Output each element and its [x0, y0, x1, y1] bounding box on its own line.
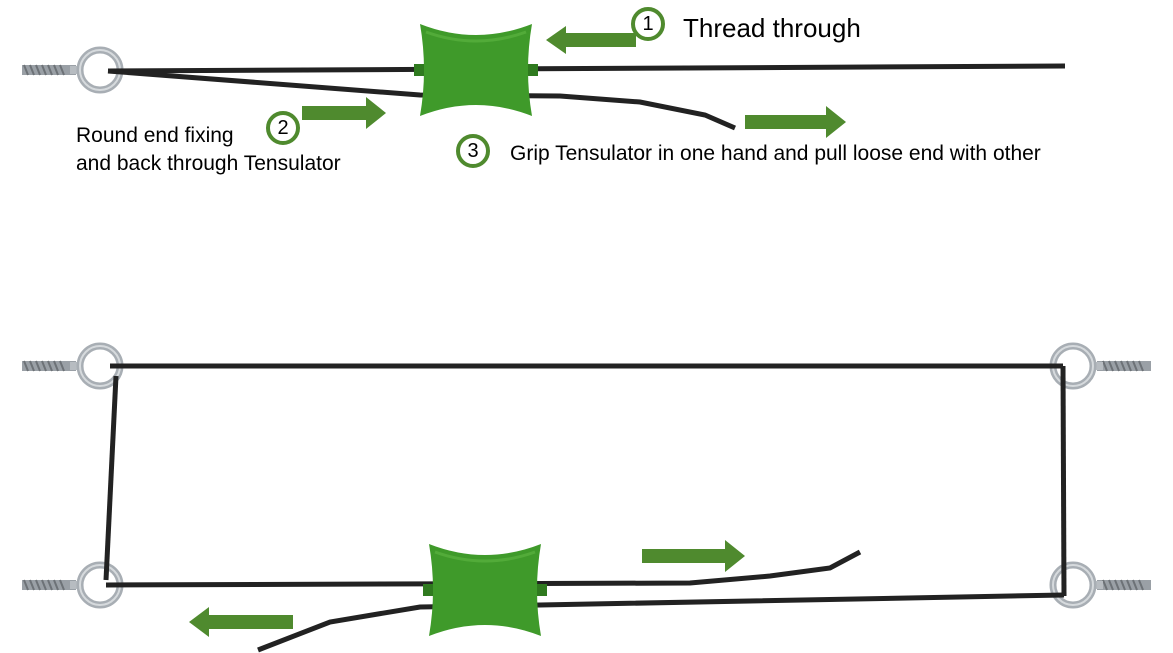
eye-screw-icon	[1053, 346, 1151, 386]
arrow-right-icon	[302, 97, 386, 129]
bottom-diagram	[22, 346, 1151, 653]
eye-screw-icon	[22, 346, 120, 386]
top-diagram	[22, 22, 1066, 138]
step-1-text: Thread through	[683, 13, 861, 43]
wire-loop-right	[1060, 365, 1067, 597]
arrow-left-icon	[546, 26, 636, 54]
eye-screw-icon	[1053, 565, 1151, 605]
step-3-badge: 3	[456, 134, 490, 168]
step-2-text-line2: and back through Tensulator	[76, 152, 341, 175]
wire-top-lower	[107, 68, 736, 131]
tensulator-icon	[421, 542, 549, 638]
step-1-badge: 1	[631, 7, 665, 41]
wire-loop-return	[257, 592, 1065, 653]
arrow-left-icon	[189, 607, 293, 637]
wire-top-upper	[107, 63, 1066, 74]
arrow-right-icon	[745, 106, 846, 138]
arrow-right-icon	[642, 540, 745, 572]
tensulator-icon	[412, 22, 540, 118]
step-2-text-line1: Round end fixing	[76, 124, 234, 147]
wire-loop-left	[103, 375, 119, 581]
eye-screw-icon	[22, 50, 120, 90]
step-2-badge: 2	[266, 111, 300, 145]
step-3-text: Grip Tensulator in one hand and pull loo…	[510, 142, 1041, 165]
